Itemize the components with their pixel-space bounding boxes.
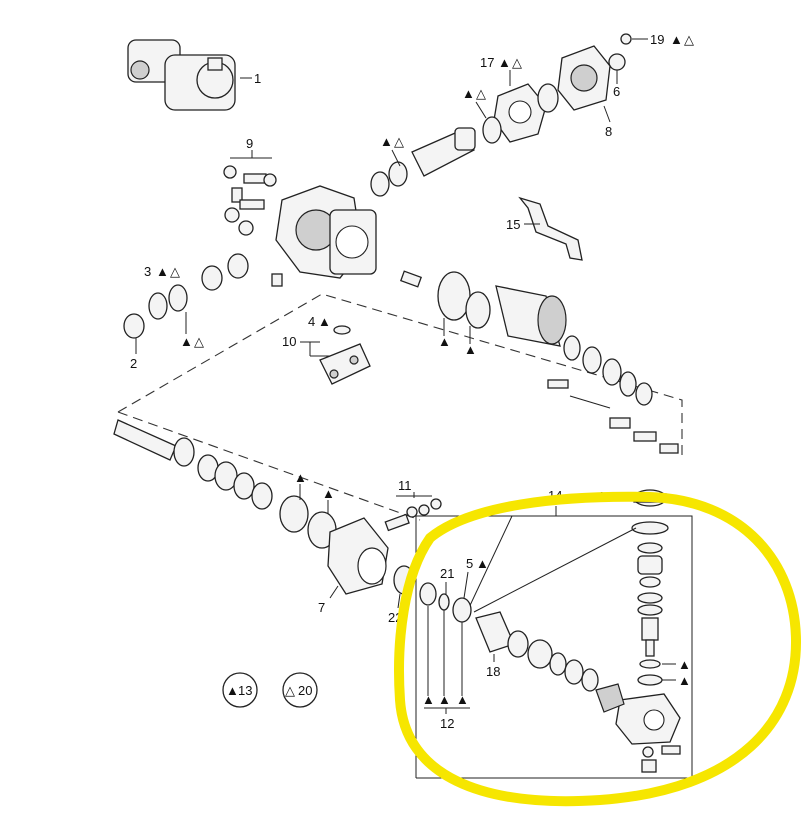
symbol-shaft-filled: ▲ [380,134,393,149]
callout-21: 21 [440,566,454,581]
callout-5: 5 [466,556,473,571]
part-11-bolts: 11 [384,478,442,532]
callout-15: 15 [506,217,520,232]
callout-6: 6 [613,84,620,99]
callout-11: 11 [398,478,412,493]
pump-part-1: 1 [127,39,261,111]
symbol-inset2-filled: ▲ [678,673,691,688]
legend-outline-20: △ 20 [282,672,318,708]
callout-9: 9 [246,136,253,151]
rack-shaft: ▲ ▲ [113,419,337,549]
symbol-rack2-filled: ▲ [322,486,335,501]
part-10-valve: 4 ▲ 10 [282,314,371,385]
symbol-3b-outline: △ [194,334,204,349]
symbol-inset1-filled: ▲ [678,657,691,672]
legend-filled-13: ▲ 13 [222,672,258,708]
symbol-17-outline: △ [512,55,522,70]
callout-3: 3 [144,264,151,279]
symbol-17-filled: ▲ [498,55,511,70]
part-9-fittings: 9 [223,136,277,236]
yellow-highlight-annotation [394,491,802,807]
rack-sleeve: ▲ ▲ [399,270,679,454]
callout-10: 10 [282,334,296,349]
inset-part-14-group: 14 16 ▲ ▲ 21 [415,488,693,779]
part-19-nut: 19 ▲ △ [620,32,694,47]
symbol-12c-filled: ▲ [456,692,469,707]
symbol-3-filled: ▲ [156,264,169,279]
symbol-12b-filled: ▲ [438,692,451,707]
part-15-bracket: 15 [506,196,583,261]
part-7-housing: 7 [318,517,389,615]
part-6-nut: 6 [608,53,626,99]
symbol-5-filled: ▲ [476,556,489,571]
symbol-4-filled: ▲ [318,314,331,329]
legend-filled-number: 13 [238,683,252,698]
part-2-nut: 2 [123,313,145,371]
callout-4: 4 [308,314,315,329]
valve-housing [271,185,377,287]
symbol-19-outline: △ [684,32,694,47]
callout-17: 17 [480,55,494,70]
symbol-seal-filled: ▲ [462,86,475,101]
legend-filled-symbol: ▲ [226,683,239,698]
callout-19: 19 [650,32,664,47]
part-8-flange: 8 [557,45,612,139]
symbol-3b-filled: ▲ [180,334,193,349]
symbol-sleeve-filled: ▲ [438,334,451,349]
symbol-shaft-outline: △ [394,134,404,149]
symbol-rack1-filled: ▲ [294,470,307,485]
callout-18: 18 [486,664,500,679]
part-17-gasket: 17 ▲ △ [480,55,547,143]
input-shaft [370,127,476,197]
symbol-3-outline: △ [170,264,180,279]
callout-2: 2 [130,356,137,371]
callout-12: 12 [440,716,454,731]
assembly-dashed-outline [117,293,683,521]
part-3-seals: 3 ▲ △ ▲ △ [144,253,249,349]
symbol-12a-filled: ▲ [422,692,435,707]
callout-1: 1 [254,71,261,86]
legend-outline-symbol: △ [285,683,295,698]
symbol-seal-outline: △ [476,86,486,101]
seal-ring [537,83,559,113]
legend-outline-number: 20 [298,683,312,698]
seal-ring [482,116,502,144]
symbol-sleeve2-filled: ▲ [464,342,477,357]
callout-8: 8 [605,124,612,139]
callout-7: 7 [318,600,325,615]
symbol-19-filled: ▲ [670,32,683,47]
